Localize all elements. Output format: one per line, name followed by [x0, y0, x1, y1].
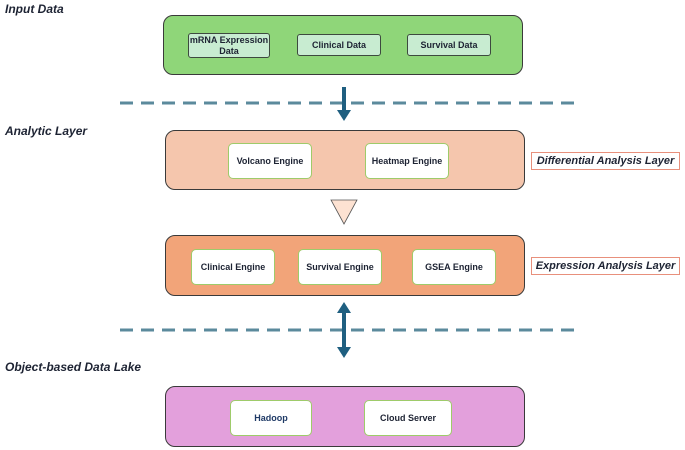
- section-label-data-lake: Object-based Data Lake: [5, 360, 142, 374]
- arrow-down-icon: [337, 87, 351, 121]
- node-clinical-engine: Clinical Engine: [191, 249, 275, 285]
- node-mrna-expression-data: mRNA Expression Data: [188, 33, 270, 58]
- callout-expression-analysis-layer: Expression Analysis Layer: [531, 257, 680, 275]
- node-hadoop: Hadoop: [230, 400, 312, 436]
- node-gsea-engine: GSEA Engine: [412, 249, 496, 285]
- differential-analysis-layer: Volcano Engine Heatmap Engine: [165, 130, 525, 190]
- node-survival-engine: Survival Engine: [298, 249, 382, 285]
- input-data-layer: mRNA Expression Data Clinical Data Survi…: [163, 15, 523, 75]
- callout-differential-analysis-layer: Differential Analysis Layer: [531, 152, 680, 170]
- node-cloud-server: Cloud Server: [364, 400, 452, 436]
- section-label-analytic-layer: Analytic Layer: [5, 124, 88, 138]
- triangle-flow-icon: [330, 199, 358, 225]
- section-label-input-data: Input Data: [5, 2, 64, 16]
- node-clinical-data: Clinical Data: [297, 34, 381, 56]
- bidirectional-arrow-icon: [337, 302, 351, 358]
- data-lake-layer: Hadoop Cloud Server: [165, 386, 525, 447]
- expression-analysis-layer: Clinical Engine Survival Engine GSEA Eng…: [165, 235, 525, 296]
- node-survival-data: Survival Data: [407, 34, 491, 56]
- node-heatmap-engine: Heatmap Engine: [365, 143, 449, 179]
- node-volcano-engine: Volcano Engine: [228, 143, 312, 179]
